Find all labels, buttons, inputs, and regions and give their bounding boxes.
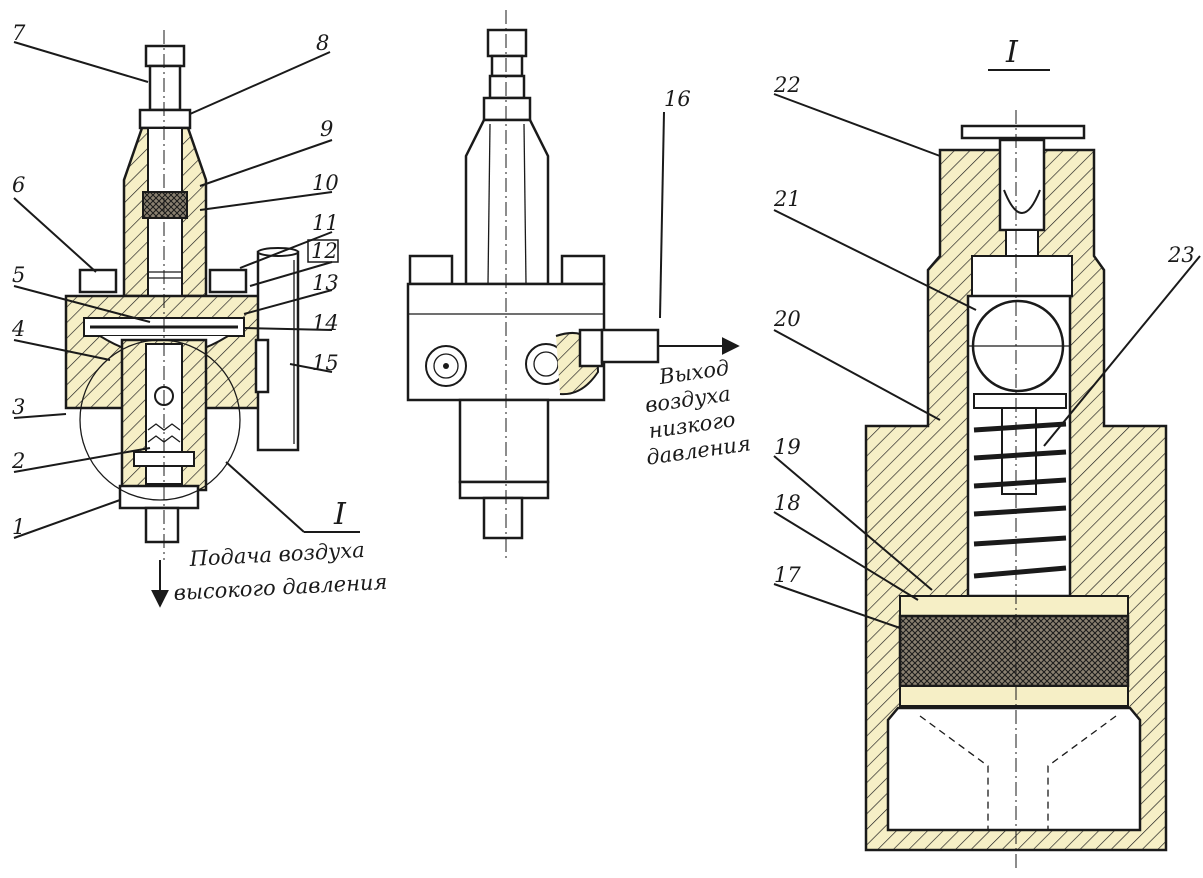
label-5: 5 bbox=[12, 263, 25, 287]
label-3: 3 bbox=[12, 395, 25, 419]
label-8: 8 bbox=[316, 31, 329, 55]
leader-lines-right bbox=[773, 93, 1201, 629]
label-1: 1 bbox=[12, 515, 25, 539]
label-9: 9 bbox=[320, 117, 333, 141]
label-17: 17 bbox=[774, 563, 801, 587]
filter-pack bbox=[898, 614, 1130, 688]
label-19: 19 bbox=[774, 435, 801, 459]
label-15: 15 bbox=[312, 351, 339, 375]
label-21: 21 bbox=[773, 187, 801, 211]
filter-element bbox=[142, 191, 188, 219]
fitting-nut bbox=[138, 108, 192, 130]
label-2: 2 bbox=[11, 449, 25, 473]
top-nut bbox=[144, 44, 186, 68]
label-10: 10 bbox=[312, 171, 339, 195]
part-labels: 7 8 9 10 11 12 13 14 15 6 5 4 3 2 1 I 16… bbox=[11, 21, 1195, 587]
spring bbox=[973, 421, 1067, 579]
detail-marker: I bbox=[333, 497, 347, 532]
inlet-caption: Подача воздуха высокого давления bbox=[173, 538, 388, 605]
label-6: 6 bbox=[12, 173, 25, 197]
exterior-view bbox=[406, 10, 740, 560]
outlet-caption: Выход воздуха низкого давления bbox=[643, 356, 752, 470]
label-4: 4 bbox=[11, 317, 25, 341]
bolt-left bbox=[78, 268, 118, 294]
bolt-right-ext bbox=[560, 254, 606, 286]
lower-washer bbox=[899, 685, 1129, 707]
label-20: 20 bbox=[773, 307, 801, 331]
label-12: 12 bbox=[311, 239, 338, 263]
inlet-caption-line2: высокого давления bbox=[173, 570, 388, 605]
top-plate bbox=[960, 124, 1086, 140]
bottom-nut bbox=[118, 484, 200, 510]
bolt-right bbox=[208, 268, 248, 294]
detail-title: I bbox=[1005, 35, 1019, 70]
inlet-fitting bbox=[144, 506, 180, 544]
bolt-left-ext bbox=[408, 254, 454, 286]
label-11: 11 bbox=[312, 211, 339, 235]
top-fitting bbox=[148, 64, 182, 112]
label-14: 14 bbox=[312, 311, 339, 335]
leader-lines-left bbox=[13, 41, 360, 539]
label-12-box bbox=[307, 239, 339, 263]
detail-view bbox=[864, 69, 1168, 870]
detail-circle bbox=[79, 339, 241, 501]
inlet-caption-line1: Подача воздуха bbox=[188, 538, 365, 571]
outlet-fitting bbox=[600, 328, 660, 364]
label-22: 22 bbox=[773, 73, 801, 97]
section-view bbox=[64, 30, 300, 608]
label-16: 16 bbox=[664, 87, 691, 111]
upper-washer bbox=[899, 595, 1129, 617]
plunger-stem bbox=[998, 138, 1046, 232]
exterior-housing bbox=[464, 118, 550, 286]
label-7: 7 bbox=[12, 21, 26, 45]
label-18: 18 bbox=[774, 491, 801, 515]
label-23: 23 bbox=[1167, 243, 1195, 267]
label-13: 13 bbox=[312, 271, 339, 295]
